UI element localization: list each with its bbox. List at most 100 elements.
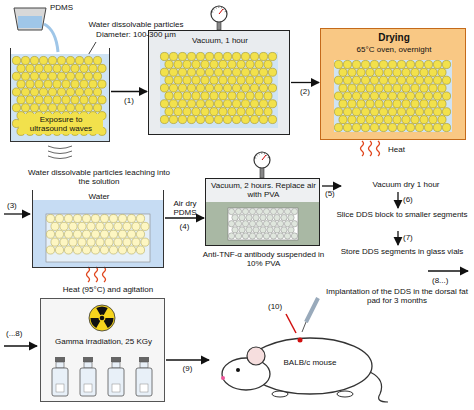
particle [201, 60, 209, 68]
particle [361, 108, 369, 116]
particle [361, 76, 369, 84]
particle [263, 221, 269, 227]
particle [357, 100, 365, 108]
vial-cap [83, 357, 93, 362]
particle [84, 104, 92, 112]
particle [291, 233, 297, 239]
particle [201, 92, 209, 100]
porous-block [228, 208, 298, 240]
particle [433, 108, 441, 116]
particle [361, 123, 369, 131]
particle [214, 84, 222, 92]
node-heading: Exposure to ultrasound waves [19, 114, 103, 134]
particle [196, 52, 204, 60]
particle [228, 208, 234, 214]
particle [361, 92, 369, 100]
particle [118, 230, 126, 238]
particle [393, 116, 401, 124]
particle [352, 108, 360, 116]
particle [268, 84, 276, 92]
particle [210, 60, 218, 68]
particle [187, 100, 195, 108]
particle [82, 214, 90, 222]
step-number: (6) [403, 195, 413, 204]
particle [232, 52, 240, 60]
particle [232, 227, 238, 233]
particle [214, 115, 222, 123]
particle [51, 222, 59, 230]
gauge-tick [215, 7, 217, 8]
radiation-blade [104, 318, 114, 328]
particle [388, 60, 396, 68]
particle [343, 92, 351, 100]
particle [35, 96, 43, 104]
particle [375, 100, 383, 108]
particle [62, 96, 70, 104]
particle [260, 214, 266, 220]
particle [339, 100, 347, 108]
particle [219, 60, 227, 68]
particle [44, 96, 52, 104]
particle [228, 108, 236, 116]
particle [71, 96, 79, 104]
particle [411, 100, 419, 108]
dds-segment [84, 384, 92, 392]
particle [98, 80, 106, 88]
particle [241, 52, 249, 60]
particle [246, 60, 254, 68]
glass-vial [136, 368, 152, 396]
particle [411, 84, 419, 92]
particle [259, 100, 267, 108]
particle [91, 214, 99, 222]
particle [160, 100, 168, 108]
particle [402, 68, 410, 76]
particle [46, 246, 54, 254]
pdms-block [46, 214, 150, 262]
annotation: Implantation of the DDS in the dorsal fa… [324, 287, 470, 305]
particle [442, 76, 450, 84]
box-fill [40, 298, 165, 402]
particle [420, 100, 428, 108]
particle [82, 246, 90, 254]
particle [393, 68, 401, 76]
particle [196, 115, 204, 123]
particle [132, 222, 140, 230]
particle [260, 227, 266, 233]
particle [174, 76, 182, 84]
pdms-block [334, 60, 452, 132]
particle [55, 246, 63, 254]
step-number: (2) [300, 87, 310, 96]
particle [375, 116, 383, 124]
gauge-tick [258, 153, 260, 154]
particle [219, 108, 227, 116]
particle [246, 76, 254, 84]
particle [255, 60, 263, 68]
particle [201, 76, 209, 84]
annotation: Diameter: 100-300 µm [76, 30, 196, 39]
particle [62, 80, 70, 88]
particle [334, 60, 342, 68]
gauge-tick [213, 9, 214, 11]
pressure-gauge [211, 6, 227, 22]
particle [370, 60, 378, 68]
particle [21, 56, 29, 64]
particle [75, 88, 83, 96]
particle [66, 56, 74, 64]
particle [433, 92, 441, 100]
particle [388, 76, 396, 84]
particle [73, 230, 81, 238]
particle [214, 100, 222, 108]
mouse-ear [247, 347, 265, 365]
particle [334, 92, 342, 100]
process-box: Vacuum, 2 hours. Replace air with PVAAnt… [205, 178, 320, 246]
step-arrow [428, 270, 468, 271]
node-text: Water [33, 192, 165, 201]
particle [250, 68, 258, 76]
particle [264, 76, 272, 84]
particle [388, 108, 396, 116]
particle [55, 230, 63, 238]
particle [237, 60, 245, 68]
particle [241, 115, 249, 123]
dds-segment [140, 384, 148, 392]
